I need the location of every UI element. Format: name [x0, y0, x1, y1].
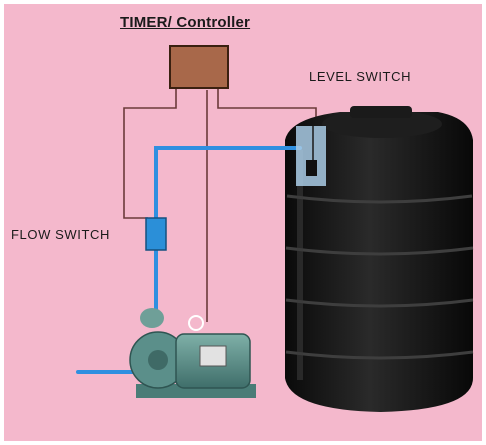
timer-controller-label: TIMER/ Controller	[120, 14, 251, 31]
water-tank	[285, 106, 474, 412]
flow-switch	[145, 217, 167, 251]
level-switch	[296, 126, 326, 186]
pump	[129, 308, 256, 398]
flow-switch-label: FLOW SWITCH	[11, 227, 111, 242]
timer-controller-box	[169, 45, 229, 89]
level-switch-label: LEVEL SWITCH	[309, 69, 412, 84]
